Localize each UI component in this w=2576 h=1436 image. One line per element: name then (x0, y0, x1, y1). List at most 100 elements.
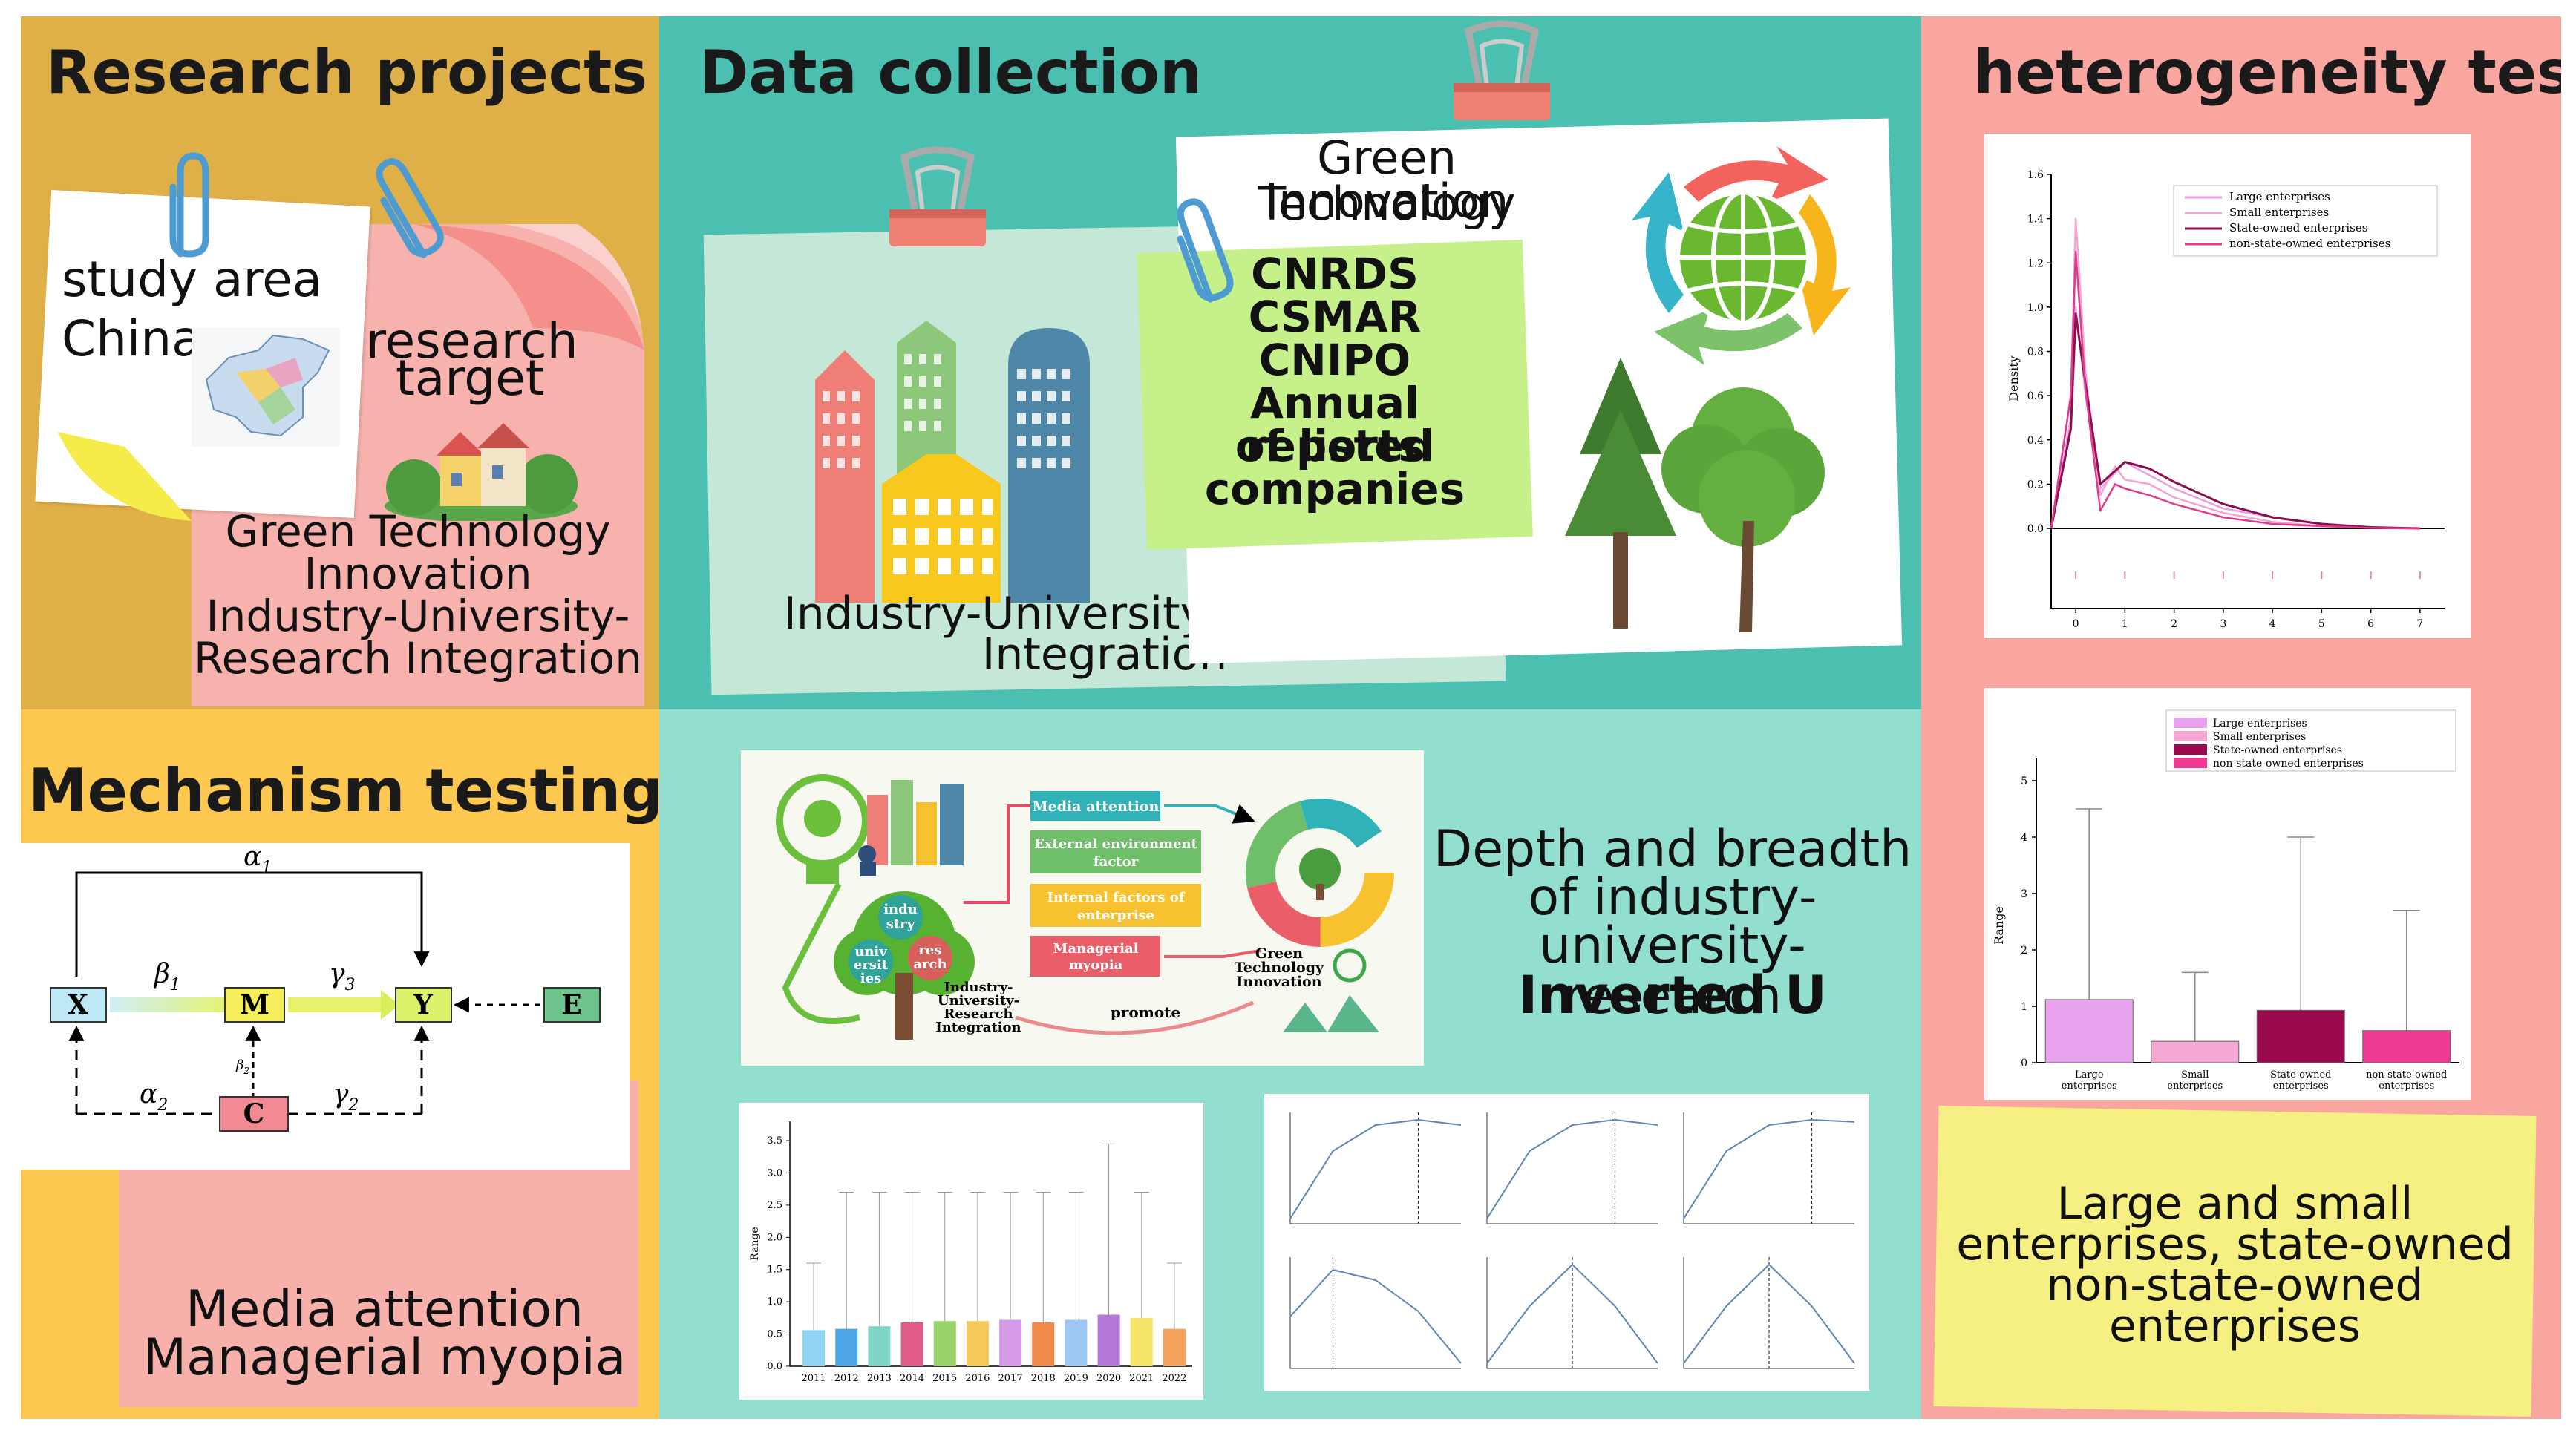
density-xtick-label: 2 (2171, 618, 2177, 630)
coef-gamma3-sub: 3 (345, 976, 356, 994)
density-ytick-label: 1.4 (2027, 214, 2044, 226)
range-ytick-label: 2 (2021, 945, 2027, 957)
box-managerial-1: Managerial (1053, 941, 1138, 957)
note-curl (58, 432, 192, 521)
buildings-icon (815, 321, 1090, 603)
box-media-attention: Media attention (1033, 799, 1160, 815)
range-category-label: enterprises (2167, 1081, 2223, 1092)
density-xtick-label: 1 (2122, 618, 2128, 630)
range-legend-label: Large enterprises (2213, 718, 2307, 730)
mechanism-note-line-2: Managerial myopia (143, 1328, 627, 1387)
research-projects-title: Research projects (46, 38, 648, 107)
svg-text:α2: α2 (140, 1079, 168, 1115)
u-panel-curve (1486, 1119, 1658, 1219)
u-panel-curve (1683, 1119, 1855, 1219)
range-category-label: enterprises (2062, 1081, 2117, 1092)
coef-beta1: β (153, 959, 170, 989)
density-series-line (2050, 312, 2420, 530)
year-category-label: 2011 (802, 1373, 826, 1384)
mechanism-panel: Mechanism testing X M Y (21, 709, 659, 1419)
year-category-label: 2013 (867, 1373, 892, 1384)
coef-beta1-sub: 1 (170, 976, 180, 994)
density-ytick-label: 1.0 (2027, 302, 2044, 314)
concept-promote: promote (1111, 1003, 1180, 1021)
box-external-1: External environment (1034, 836, 1198, 852)
year-bar (835, 1328, 858, 1366)
concept-iuri-2: University- (938, 993, 1019, 1009)
data-collection-title: Data collection (699, 38, 1202, 107)
density-series-line (2050, 251, 2420, 530)
range-category-label: State-owned (2270, 1069, 2332, 1081)
research-target-label-2: target (396, 350, 545, 407)
density-xtick-label: 7 (2416, 618, 2423, 630)
binder-clip-icon (1454, 20, 1550, 120)
range-ytick-label: 1 (2021, 1001, 2027, 1013)
year-bar (1032, 1322, 1055, 1366)
year-category-label: 2019 (1064, 1373, 1088, 1384)
heterogeneity-title: heterogeneity test (1973, 38, 2561, 107)
year-bar (966, 1321, 989, 1366)
u-panel-curve (1683, 1264, 1855, 1364)
target-item-3: Industry-University- (206, 591, 630, 641)
year-category-label: 2021 (1129, 1373, 1154, 1384)
research-target-label: research (366, 312, 578, 370)
density-xtick-label: 4 (2269, 618, 2276, 630)
range-ytick-label: 3 (2021, 888, 2027, 900)
year-category-label: 2020 (1096, 1373, 1121, 1384)
heterogeneity-note-line-1: Large and small (2056, 1178, 2413, 1230)
year-ytick-label: 0.5 (767, 1329, 782, 1340)
tree-word-5: ies (860, 971, 881, 986)
year-category-label: 2012 (834, 1373, 859, 1384)
density-ytick-label: 1.6 (2027, 169, 2044, 181)
source-annual-reports-1: Annual reports (1245, 378, 1425, 471)
heterogeneity-note-line-2: enterprises, state-owned (1956, 1219, 2514, 1271)
mechanism-note-line-1: Media attention (185, 1280, 584, 1339)
year-ytick-label: 3.5 (767, 1135, 782, 1147)
summary-line-1: Depth and breadth (1433, 820, 1912, 879)
concept-gti-1: Green (1255, 945, 1303, 962)
summary-line-2: of industry- (1528, 868, 1817, 927)
village-icon (385, 423, 578, 521)
year-ylabel: Range (749, 1227, 761, 1260)
range-category-label: enterprises (2379, 1081, 2434, 1092)
year-bar (999, 1319, 1022, 1366)
year-category-label: 2016 (965, 1373, 990, 1384)
summary-inverted-u: Inverted U (1518, 965, 1827, 1026)
coef-alpha1-sub: 1 (261, 859, 272, 877)
tree-word-1: indu (883, 902, 918, 917)
box-managerial-2: myopia (1069, 957, 1123, 973)
density-legend-label: Small enterprises (2229, 206, 2329, 219)
range-bar (2362, 1030, 2451, 1063)
range-legend-label: non-state-owned enterprises (2213, 758, 2364, 770)
range-legend-swatch (2174, 731, 2207, 741)
heterogeneity-note-line-4: enterprises (2109, 1300, 2361, 1352)
inverted-u-grid (1264, 1094, 1869, 1391)
density-xtick-label: 3 (2220, 618, 2226, 630)
target-item-4: Research Integration (193, 633, 643, 683)
node-y: Y (413, 989, 434, 1020)
year-ytick-label: 1.5 (767, 1265, 782, 1276)
range-legend-label: State-owned enterprises (2213, 744, 2342, 756)
tree-word-2: stry (886, 917, 915, 932)
range-legend-swatch (2174, 758, 2207, 768)
concept-illustration: indu stry univ ersit ies res arch Indust… (741, 750, 1424, 1066)
node-x: X (68, 989, 88, 1020)
coef-gamma3: γ (329, 959, 345, 989)
range-category-label: enterprises (2273, 1081, 2329, 1092)
year-bar (900, 1322, 923, 1366)
research-projects-panel: Research projects study area China resea… (21, 16, 659, 709)
binder-clip-icon (889, 146, 986, 246)
year-bar (1163, 1328, 1186, 1366)
density-legend-label: non-state-owned enterprises (2229, 237, 2390, 250)
svg-text:γ2: γ2 (333, 1079, 359, 1115)
year-ytick-label: 0.0 (767, 1361, 782, 1372)
source-annual-reports-2: of listed (1235, 421, 1435, 471)
mediation-diagram: X M Y E C α1 β1 γ3 α2 β2 γ2 (21, 843, 630, 1170)
year-ytick-label: 2.0 (767, 1232, 782, 1243)
year-bar (1130, 1317, 1153, 1366)
year-category-label: 2014 (900, 1373, 924, 1384)
range-legend-label: Small enterprises (2213, 731, 2306, 743)
density-ytick-label: 0.6 (2027, 390, 2044, 402)
